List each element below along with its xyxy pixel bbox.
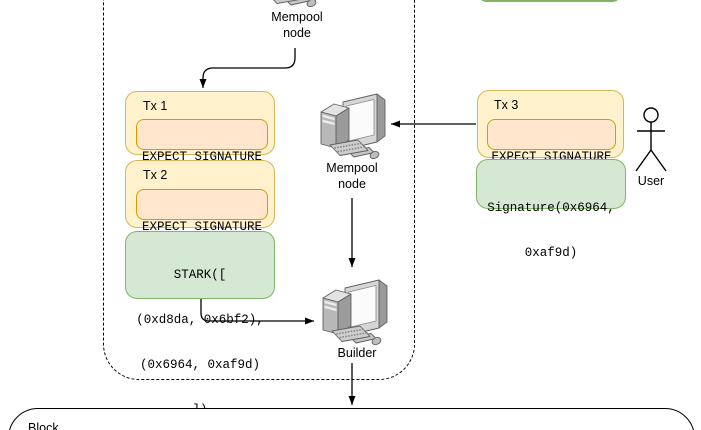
tx2-title: Tx 2 — [143, 168, 168, 182]
builder-label: Builder — [337, 346, 377, 360]
stark-proof-box: STARK([ (0xd8da, 0x6bf2), (0x6964, 0xaf9… — [125, 231, 275, 417]
tx2-expect-signature-box: EXPECT_SIGNATURE (0x6964, 0xaf9d) — [136, 189, 268, 278]
tx1-card: Tx 1 EXPECT_SIGNATURE (0xd8da, 0x6bf2) — [125, 91, 275, 208]
tx3-expect-signature-box: EXPECT_SIGNATURE (0x7eed, 0x9e03) — [487, 119, 616, 208]
tx1-expect-signature-box: EXPECT_SIGNATURE (0xd8da, 0x6bf2) — [136, 119, 268, 208]
tx2-card: Tx 2 EXPECT_SIGNATURE (0x6964, 0xaf9d) — [125, 160, 275, 278]
top-mempool-node-label: Mempool node — [271, 10, 323, 40]
block-title: Block — [28, 421, 59, 430]
mempool-dashed-boundary — [103, 0, 415, 380]
tx1-title: Tx 1 — [143, 99, 168, 113]
signature-box: Signature(0x6964, 0xaf9d) — [476, 159, 626, 260]
user-label: User — [637, 174, 665, 188]
block-container — [8, 408, 695, 430]
offscreen-signature-box — [477, 0, 622, 2]
user-stick-figure-icon — [635, 107, 667, 172]
tx3-title: Tx 3 — [494, 98, 519, 112]
mid-mempool-node-label: Mempool node — [326, 161, 378, 191]
tx3-card: Tx 3 EXPECT_SIGNATURE (0x7eed, 0x9e03) — [477, 90, 624, 208]
